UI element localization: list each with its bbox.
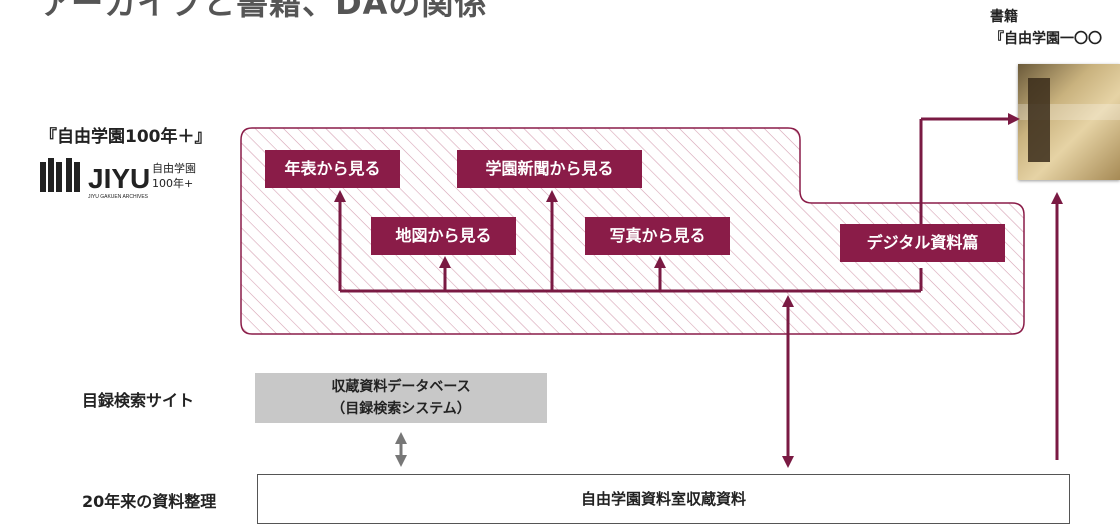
book-cover-image bbox=[1018, 64, 1120, 180]
page-title: アーカイブと書籍、DAの関係 bbox=[40, 0, 488, 22]
archive-collection-box: 自由学園資料室収蔵資料 bbox=[257, 474, 1070, 524]
jiyu-archives-logo: JIYU 自由学園 100年+ JIYU GAKUEN ARCHIVES bbox=[40, 158, 196, 200]
book-heading: 書籍 bbox=[990, 9, 1018, 25]
catalog-site-label: 目録検索サイト bbox=[82, 391, 195, 410]
book-label: 書籍 『自由学園一〇〇 bbox=[990, 6, 1102, 50]
view-photo-button[interactable]: 写真から見る bbox=[585, 217, 730, 255]
view-chronology-button[interactable]: 年表から見る bbox=[265, 150, 400, 188]
svg-text:JIYU GAKUEN ARCHIVES: JIYU GAKUEN ARCHIVES bbox=[88, 194, 149, 200]
svg-text:100年+: 100年+ bbox=[152, 176, 193, 190]
site-name: 『自由学園100年＋』 bbox=[40, 127, 212, 147]
svg-text:自由学園: 自由学園 bbox=[152, 161, 196, 175]
digital-materials-button[interactable]: デジタル資料篇 bbox=[840, 224, 1005, 262]
book-subtitle: 『自由学園一〇〇 bbox=[990, 31, 1102, 47]
db-title: 収蔵資料データベース bbox=[331, 379, 471, 395]
archive-history-label: 20年来の資料整理 bbox=[82, 492, 217, 511]
view-newspaper-button[interactable]: 学園新聞から見る bbox=[457, 150, 642, 188]
collection-database-box[interactable]: 収蔵資料データベース （目録検索システム） bbox=[255, 373, 547, 423]
book-cover-title-strip bbox=[1028, 78, 1050, 162]
svg-text:JIYU: JIYU bbox=[88, 163, 150, 194]
db-subtitle: （目録検索システム） bbox=[331, 401, 471, 417]
view-map-button[interactable]: 地図から見る bbox=[371, 217, 516, 255]
